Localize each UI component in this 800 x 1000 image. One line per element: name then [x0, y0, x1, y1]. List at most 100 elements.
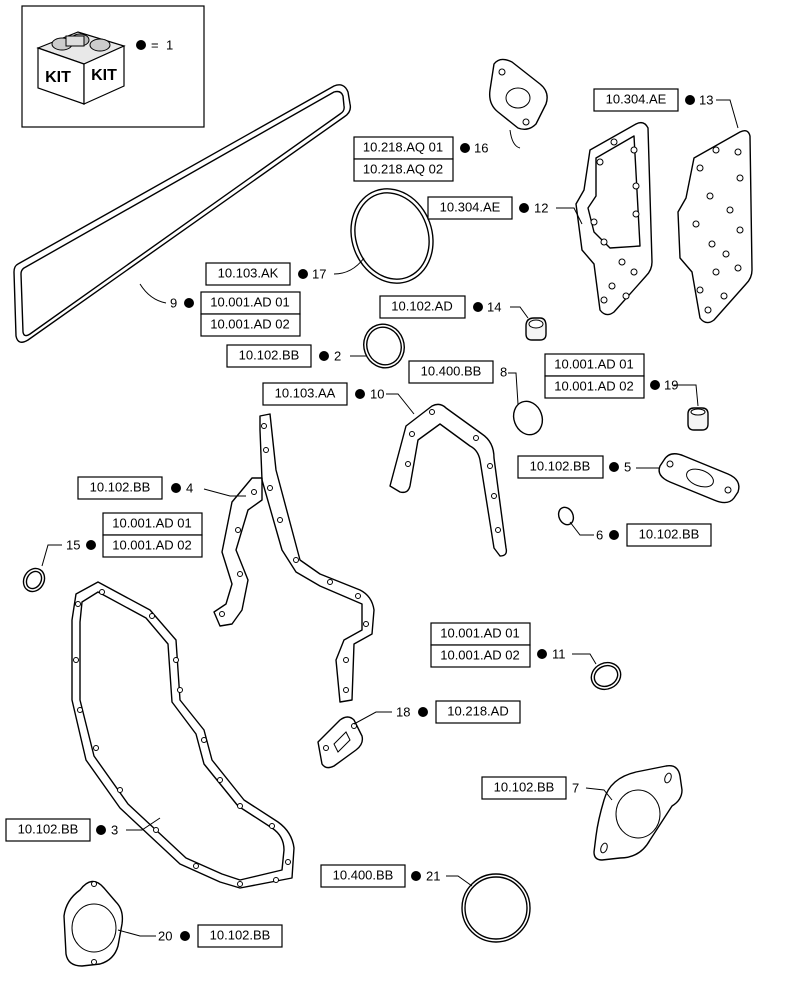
ref-box[interactable] [226, 344, 312, 368]
part-20-flange-gasket [63, 880, 124, 967]
part-2-o-ring [363, 323, 405, 369]
ref-box[interactable] [427, 196, 513, 220]
ref-box[interactable] [593, 88, 679, 112]
callout-15[interactable]: 15 10.001.AD 01 10.001.AD 02 [66, 512, 203, 558]
ref-label[interactable]: 10.103.AK [218, 265, 279, 280]
ref-box[interactable] [408, 360, 494, 384]
kit-dot-icon [355, 389, 365, 399]
ref-label[interactable]: 10.102.BB [18, 821, 79, 836]
callout-13[interactable]: 10.304.AE 13 [593, 88, 713, 112]
ref-label[interactable]: 10.102.BB [494, 779, 555, 794]
ref-label[interactable]: 10.400.BB [421, 363, 482, 378]
ref-box[interactable] [320, 864, 406, 888]
item-number: 5 [624, 459, 631, 474]
callout-10[interactable]: 10.103.AA 10 [262, 382, 384, 406]
callout-18[interactable]: 18 10.218.AD [396, 700, 521, 724]
callout-17[interactable]: 10.103.AK 17 [205, 262, 326, 286]
ref-label[interactable]: 10.001.AD 02 [210, 316, 290, 331]
ref-label[interactable]: 10.102.BB [639, 526, 700, 541]
ref-label[interactable]: 10.001.AD 01 [210, 294, 290, 309]
callout-5[interactable]: 10.102.BB 5 [517, 455, 631, 479]
callout-11[interactable]: 10.001.AD 01 10.001.AD 02 11 [430, 622, 566, 668]
ref-box[interactable] [262, 382, 348, 406]
ref-label[interactable]: 10.102.BB [210, 927, 271, 942]
callout-8[interactable]: 10.400.BB 8 [408, 360, 507, 384]
kit-dot-icon [609, 530, 619, 540]
ref-label[interactable]: 10.001.AD 02 [440, 647, 520, 662]
callout-4[interactable]: 10.102.BB 4 [77, 476, 193, 500]
callout-6[interactable]: 6 10.102.BB [596, 523, 712, 547]
kit-box-label-left: KIT [45, 69, 71, 86]
ref-label[interactable]: 10.102.BB [90, 479, 151, 494]
ref-box[interactable] [353, 158, 454, 182]
ref-label[interactable]: 10.304.AE [606, 91, 667, 106]
item-number: 11 [552, 646, 566, 661]
kit-dot-icon [171, 483, 181, 493]
ref-box[interactable] [5, 818, 91, 842]
ref-label[interactable]: 10.001.AD 02 [554, 378, 634, 393]
part-21-o-ring [461, 873, 531, 943]
ref-label[interactable]: 10.001.AD 02 [112, 537, 192, 552]
ref-label[interactable]: 10.102.AD [391, 298, 452, 313]
ref-label[interactable]: 10.001.AD 01 [112, 515, 192, 530]
callout-19[interactable]: 10.001.AD 01 10.001.AD 02 19 [544, 353, 678, 399]
ref-box[interactable] [200, 313, 301, 337]
part-19-seal [687, 407, 709, 431]
ref-label[interactable]: 10.218.AQ 02 [363, 161, 443, 176]
callout-16[interactable]: 10.218.AQ 01 10.218.AQ 02 16 [353, 136, 488, 182]
callout-2[interactable]: 10.102.BB 2 [226, 344, 341, 368]
part-18-small-gasket [317, 716, 364, 769]
callout-14[interactable]: 10.102.AD 14 [379, 295, 501, 319]
ref-label[interactable]: 10.102.BB [530, 458, 591, 473]
ref-label[interactable]: 10.218.AD [447, 703, 508, 718]
kit-dot-icon [460, 143, 470, 153]
kit-dot-icon [473, 302, 483, 312]
kit-dot-icon [298, 269, 308, 279]
kit-dot-icon [418, 707, 428, 717]
callout-20[interactable]: 20 10.102.BB [158, 924, 283, 948]
item-number: 18 [396, 704, 410, 719]
ref-box[interactable] [379, 295, 466, 319]
callout-9[interactable]: 9 10.001.AD 01 10.001.AD 02 [170, 291, 301, 337]
ref-box[interactable] [77, 476, 163, 500]
ref-box[interactable] [205, 262, 291, 286]
ref-box[interactable] [517, 455, 604, 479]
ref-box[interactable] [435, 700, 521, 724]
part-15-o-ring [22, 567, 46, 593]
item-number: 15 [66, 537, 80, 552]
ref-box[interactable] [197, 924, 283, 948]
ref-label[interactable]: 10.102.BB [239, 347, 300, 362]
ref-label[interactable]: 10.001.AD 01 [554, 356, 634, 371]
callout-12[interactable]: 10.304.AE 12 [427, 196, 548, 220]
callout-7[interactable]: 10.102.BB 7 [481, 776, 579, 800]
ref-box[interactable] [481, 776, 567, 800]
ref-label[interactable]: 10.304.AE [440, 199, 501, 214]
ref-box[interactable] [626, 523, 712, 547]
part-16-flange-gasket [488, 58, 548, 131]
kit-dot-icon [537, 649, 547, 659]
part-10-cover-gasket [389, 403, 508, 557]
kit-dot-icon [180, 931, 190, 941]
part-7-flange-gasket [593, 765, 683, 861]
part-13-plate-gasket [677, 129, 753, 324]
kit-dot-icon [650, 380, 660, 390]
leader-lines [41, 99, 739, 937]
ref-label[interactable]: 10.103.AA [275, 385, 336, 400]
kit-dot-icon [411, 871, 421, 881]
callout-21[interactable]: 10.400.BB 21 [320, 864, 440, 888]
kit-dot-icon [86, 540, 96, 550]
callout-3[interactable]: 10.102.BB 3 [5, 818, 118, 842]
ref-box[interactable] [430, 644, 531, 668]
ref-box[interactable] [544, 375, 645, 399]
ref-label[interactable]: 10.218.AQ 01 [363, 139, 443, 154]
ref-label[interactable]: 10.001.AD 01 [440, 625, 520, 640]
kit-dot-icon [609, 462, 619, 472]
item-number: 8 [500, 364, 507, 379]
ref-label[interactable]: 10.400.BB [333, 867, 394, 882]
part-14-seal [525, 317, 547, 341]
ref-box[interactable] [102, 534, 203, 558]
part-3-timing-cover-gasket [71, 581, 295, 889]
item-number: 14 [487, 299, 501, 314]
part-12-housing-gasket [575, 121, 653, 316]
